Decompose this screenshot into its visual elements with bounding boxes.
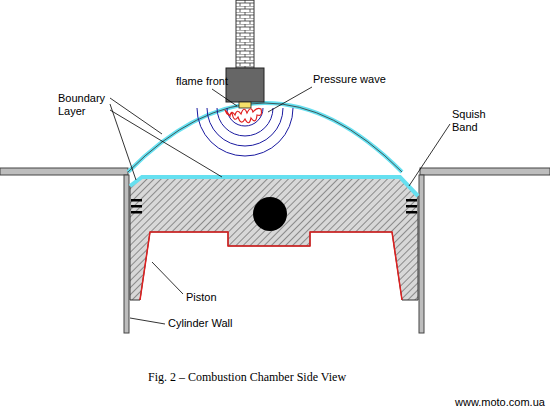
part-label: Pressure wave <box>313 73 386 86</box>
combustion-chamber <box>128 103 402 172</box>
piston <box>130 177 418 300</box>
piston-inner-edge <box>140 232 402 300</box>
part-label: Cylinder Wall <box>168 317 232 330</box>
wrist-pin <box>253 197 287 231</box>
spark-plug-body <box>226 68 264 102</box>
spark-plug-thread <box>236 0 254 68</box>
cylinder-wall <box>419 175 424 333</box>
leader-lines <box>110 87 450 324</box>
boundary-layer <box>128 103 402 172</box>
flame-front <box>225 108 262 122</box>
pressure-wave <box>197 108 293 156</box>
cylinder-head <box>0 168 128 175</box>
part-label: flame front <box>176 75 228 88</box>
cylinder-head <box>420 168 550 175</box>
part-label: Squish Band <box>452 108 500 134</box>
cylinder-wall <box>124 175 129 333</box>
boundary-layer <box>130 177 418 196</box>
watermark: www.moto.com.ua <box>455 396 545 409</box>
part-label: Piston <box>186 291 217 304</box>
piston-rings <box>131 199 417 214</box>
part-label: Boundary Layer <box>58 92 108 118</box>
figure-caption: Fig. 2 – Combustion Chamber Side View <box>148 370 346 385</box>
spark-plug-electrode <box>239 102 251 108</box>
